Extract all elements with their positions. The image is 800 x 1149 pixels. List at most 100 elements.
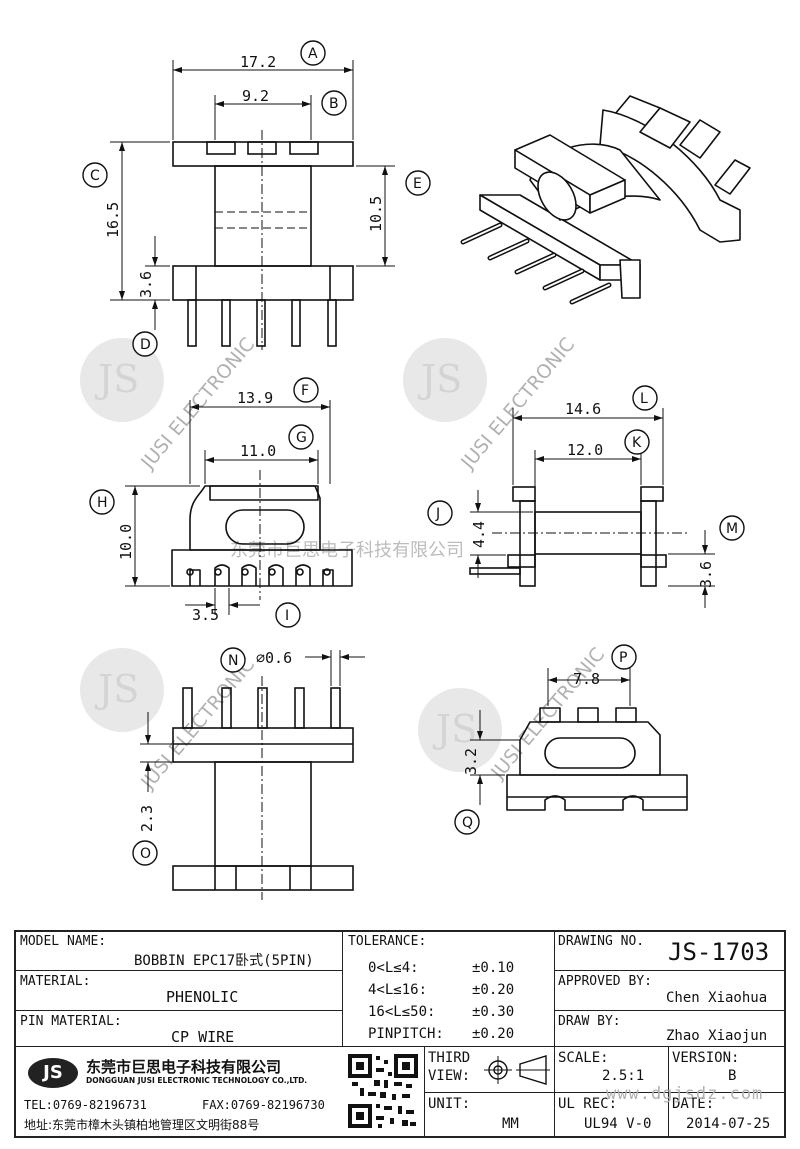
company-fax: FAX:0769-82196730 — [202, 1098, 325, 1112]
dim-q-value: 3.2 — [462, 748, 480, 775]
tolerance-value-2: ±0.20 — [472, 982, 515, 998]
tolerance-range-2: 4<L≤16: — [368, 982, 428, 998]
callout-k: K — [624, 429, 650, 455]
flange-notch — [206, 141, 236, 155]
unit-label: UNIT: — [428, 1096, 471, 1112]
pin-material-value: CP WIRE — [171, 1028, 235, 1046]
dimension-lines-side — [125, 400, 331, 615]
svg-text:L: L — [640, 391, 648, 407]
svg-text:G: G — [296, 430, 307, 446]
tolerance-value-3: ±0.30 — [472, 1004, 515, 1020]
tolerance-range-3: 16<L≤50: — [368, 1004, 436, 1020]
pin-material-label: PIN MATERIAL: — [20, 1014, 122, 1029]
company-logo: JS — [28, 1058, 78, 1088]
draw-by-label: DRAW BY: — [558, 1014, 621, 1029]
company-address: 地址:东莞市樟木头镇柏地管理区文明街88号 — [24, 1118, 260, 1132]
pin — [187, 299, 197, 347]
svg-text:JS: JS — [94, 357, 139, 401]
technical-drawing: JS JS JS JS JUSI ELECTRONIC JUSI ELECTRO… — [80, 40, 751, 900]
svg-text:JS: JS — [432, 707, 477, 751]
model-name-label: MODEL NAME: — [20, 934, 107, 949]
callout-g: G — [288, 424, 314, 450]
tolerance-value-4: ±0.20 — [472, 1026, 515, 1042]
dim-d-value: 3.6 — [137, 271, 155, 298]
callout-e: E — [405, 170, 431, 196]
tolerance-range-1: 0<L≤4: — [368, 960, 419, 976]
date-label: DATE: — [672, 1096, 715, 1112]
svg-text:JS: JS — [94, 667, 139, 711]
ul-rec-value: UL94 V-0 — [584, 1116, 652, 1132]
dim-m-value: 3.6 — [697, 561, 715, 588]
dimension-lines-end — [470, 408, 715, 608]
callout-n: N — [220, 647, 246, 673]
company-name-cn: 东莞市巨思电子科技有限公司 — [86, 1058, 282, 1076]
draw-by-value: Zhao Xiaojun — [666, 1028, 768, 1044]
ul-rec-label: UL REC: — [558, 1096, 618, 1112]
isometric-view — [479, 95, 751, 299]
third-view-label-1: THIRD — [428, 1050, 471, 1066]
dim-a-value: 17.2 — [240, 53, 276, 71]
svg-text:K: K — [632, 435, 642, 451]
callout-q: Q — [454, 809, 480, 835]
qr-code-image — [348, 1054, 418, 1130]
watermark-logo-4: JS — [418, 688, 502, 772]
svg-text:A: A — [308, 46, 318, 62]
watermark-logo-1: JS — [80, 338, 164, 422]
tolerance-range-4: PINPITCH: — [368, 1026, 444, 1042]
watermark-logo-2: JS — [403, 338, 487, 422]
svg-text:N: N — [228, 653, 238, 669]
drawing-no-value: JS-1703 — [668, 938, 770, 966]
dim-n-value: ⌀0.6 — [256, 649, 292, 667]
pin — [256, 299, 266, 347]
iso-end-view — [506, 707, 688, 811]
company-tel: TEL:0769-82196731 — [24, 1098, 147, 1112]
third-view-label-2: VIEW: — [428, 1068, 471, 1084]
tolerance-label: TOLERANCE: — [348, 934, 427, 949]
tolerance-value-1: ±0.10 — [472, 960, 515, 976]
callout-j: J — [427, 500, 453, 526]
callout-l: L — [632, 385, 658, 411]
dim-h-value: 10.0 — [117, 524, 135, 560]
dim-c-value: 16.5 — [104, 202, 122, 238]
dim-o-value: 2.3 — [138, 805, 156, 832]
dim-b-value: 9.2 — [242, 87, 269, 105]
flange-notch — [289, 141, 319, 155]
company-block: JS 东莞市巨思电子科技有限公司 DONGGUAN JUSI ELECTRONI… — [20, 1052, 340, 1136]
callout-h: H — [89, 489, 115, 515]
approved-by-label: APPROVED BY: — [558, 974, 652, 989]
date-value: 2014-07-25 — [686, 1116, 771, 1132]
dimension-lines-front — [110, 60, 395, 330]
callout-i: I — [275, 602, 301, 628]
pins — [187, 299, 337, 347]
dim-j-value: 4.4 — [470, 521, 488, 548]
dimension-lines-bottom — [140, 650, 365, 792]
dim-e-value: 10.5 — [367, 196, 385, 232]
callout-p: P — [611, 644, 637, 670]
pin — [291, 299, 301, 347]
third-angle-projection-symbol — [484, 1050, 552, 1090]
scale-value: 2.5:1 — [602, 1068, 645, 1084]
side-view — [171, 470, 353, 600]
svg-text:E: E — [413, 176, 422, 192]
title-block: MODEL NAME: BOBBIN EPC17卧式(5PIN) MATERIA… — [14, 930, 786, 1138]
dim-l-value: 14.6 — [565, 400, 601, 418]
bottom-flange — [172, 265, 354, 301]
version-value: B — [728, 1068, 737, 1084]
material-value: PHENOLIC — [166, 988, 239, 1006]
pin — [327, 299, 337, 347]
svg-text:C: C — [90, 168, 100, 184]
callout-a: A — [300, 40, 326, 66]
front-view — [172, 130, 354, 350]
end-view — [469, 486, 690, 587]
svg-text:O: O — [140, 846, 151, 862]
watermark: JS JS JS JS JUSI ELECTRONIC JUSI ELECTRO… — [80, 334, 609, 794]
svg-text:I: I — [285, 608, 289, 624]
callout-d: D — [132, 331, 158, 357]
watermark-logo-3: JS — [80, 648, 164, 732]
material-label: MATERIAL: — [20, 974, 91, 989]
svg-text:M: M — [726, 521, 738, 537]
scale-label: SCALE: — [558, 1050, 609, 1066]
unit-value: MM — [502, 1116, 519, 1132]
callout-m: M — [719, 515, 745, 541]
svg-text:P: P — [619, 650, 627, 666]
